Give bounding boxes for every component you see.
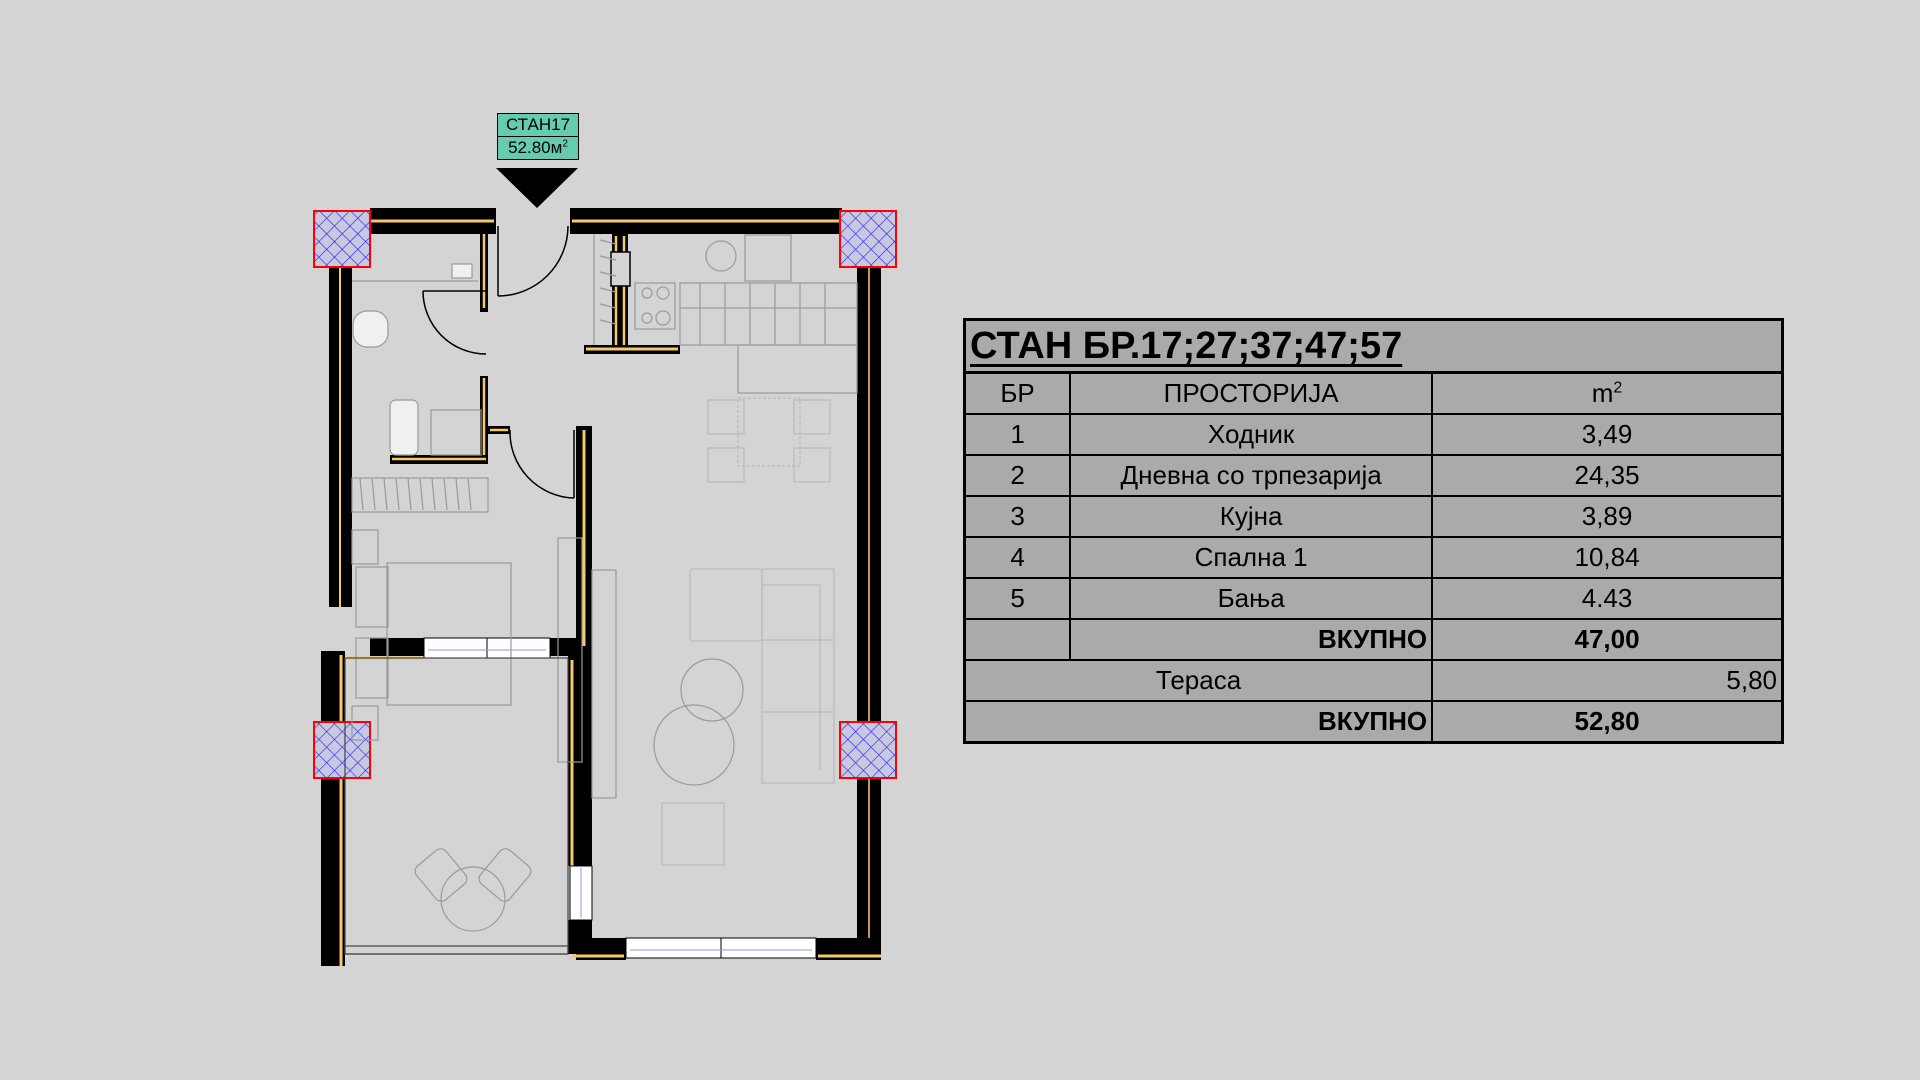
kitchen-sink-icon (705, 240, 737, 272)
dishwasher-icon (744, 234, 792, 282)
apartment-number: СТАН17 (505, 115, 571, 134)
windows (423, 637, 817, 959)
row-room: Дневна со трпезарија (1069, 454, 1434, 497)
entrance-arrow-icon (496, 168, 578, 208)
structural-columns (313, 210, 897, 779)
exterior-walls (321, 208, 881, 966)
doors (422, 225, 575, 499)
row-no: 4 (963, 536, 1072, 579)
row-room: Бања (1069, 577, 1434, 620)
apartment-tag: СТАН17 52.80м2 (497, 113, 579, 160)
subtotal-row: ВКУПНО 47,00 (963, 618, 1784, 661)
row-area: 3,49 (1431, 413, 1784, 456)
washing-machine-icon (430, 409, 482, 456)
row-no: 3 (963, 495, 1072, 538)
terrace-label: Тераса (963, 659, 1434, 702)
row-area: 3,89 (1431, 495, 1784, 538)
coffee-table-icon (680, 658, 744, 722)
subtotal-label: ВКУПНО (1069, 618, 1434, 661)
table-title: СТАН БР.17;27;37;47;57 (963, 318, 1784, 374)
bathroom-door-icon (422, 290, 487, 355)
row-no: 5 (963, 577, 1072, 620)
subtotal-value: 47,00 (1431, 618, 1784, 661)
row-room: Спална 1 (1069, 536, 1434, 579)
table-row: 2 Дневна со трпезарија 24,35 (963, 454, 1784, 497)
furniture (344, 234, 858, 955)
subtotal-empty (963, 618, 1072, 661)
toilet-icon (389, 399, 419, 456)
header-area: m2 (1431, 371, 1784, 415)
table-row: 3 Кујна 3,89 (963, 495, 1784, 538)
row-room: Ходник (1069, 413, 1434, 456)
sink-icon (352, 310, 389, 348)
row-no: 2 (963, 454, 1072, 497)
row-area: 10,84 (1431, 536, 1784, 579)
header-no: БР (963, 371, 1072, 415)
row-area: 4.43 (1431, 577, 1784, 620)
sofa-icon (689, 568, 763, 642)
bedroom-door-icon (509, 429, 575, 499)
armchair-icon (661, 802, 725, 866)
table-row: 5 Бања 4.43 (963, 577, 1784, 620)
row-no: 1 (963, 413, 1072, 456)
table-row: 4 Спална 1 10,84 (963, 536, 1784, 579)
header-room: ПРОСТОРИЈА (1069, 371, 1434, 415)
interior-walls (390, 232, 680, 648)
table-row: 1 Ходник 3,49 (963, 413, 1784, 456)
total-label: ВКУПНО (963, 700, 1434, 744)
total-value: 52,80 (1431, 700, 1784, 744)
total-row: ВКУПНО 52,80 (963, 700, 1784, 744)
entrance-door-icon (497, 225, 569, 297)
stove-icon (634, 282, 676, 330)
row-area: 24,35 (1431, 454, 1784, 497)
terrace-table-icon (440, 866, 506, 932)
terrace-value: 5,80 (1431, 659, 1784, 702)
terrace-row: Тераса 5,80 (963, 659, 1784, 702)
area-table: СТАН БР.17;27;37;47;57 БР ПРОСТОРИЈА m2 … (963, 318, 1784, 744)
table-title-row: СТАН БР.17;27;37;47;57 (963, 318, 1784, 374)
table-header-row: БР ПРОСТОРИЈА m2 (963, 371, 1784, 415)
apartment-area: 52.80м2 (498, 136, 578, 159)
bed-icon (386, 562, 512, 706)
row-room: Кујна (1069, 495, 1434, 538)
